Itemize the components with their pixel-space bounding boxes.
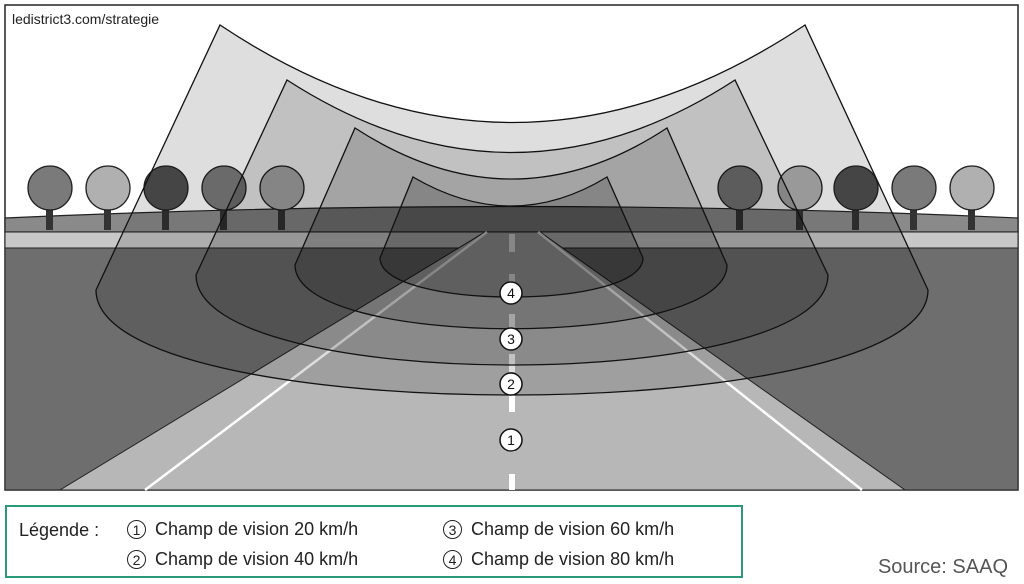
zone-label-1: 1 <box>499 428 523 452</box>
legend-num: 1 <box>127 520 146 539</box>
trees-right <box>717 165 995 230</box>
source-credit: Source: SAAQ <box>877 556 1008 578</box>
watermark-url: ledistrict3.com/strategie <box>12 11 160 27</box>
legend-item-60: 3 Champ de vision 60 km/h <box>443 519 674 540</box>
vision-cone-20 <box>95 24 929 396</box>
road <box>58 231 907 491</box>
legend-label: Champ de vision 80 km/h <box>471 549 675 569</box>
svg-text:3: 3 <box>507 331 515 347</box>
road-edge-left <box>144 231 488 491</box>
legend-label: Champ de vision 60 km/h <box>471 519 675 539</box>
zone-label-2: 2 <box>499 372 523 396</box>
legend-label: Champ de vision 40 km/h <box>155 549 359 569</box>
zone-label-4: 4 <box>499 281 523 305</box>
legend-item-20: 1 Champ de vision 20 km/h <box>127 519 358 540</box>
legend-item-80: 4 Champ de vision 80 km/h <box>443 549 674 570</box>
trees-left <box>27 165 305 230</box>
legend: Légende : 1 Champ de vision 20 km/h 2 Ch… <box>5 505 743 578</box>
road-edge-right <box>537 231 863 491</box>
legend-item-40: 2 Champ de vision 40 km/h <box>127 549 358 570</box>
legend-num: 2 <box>127 550 146 569</box>
legend-num: 4 <box>443 550 462 569</box>
svg-text:2: 2 <box>507 376 515 392</box>
legend-label: Champ de vision 20 km/h <box>155 519 359 539</box>
legend-num: 3 <box>443 520 462 539</box>
svg-text:1: 1 <box>507 432 515 448</box>
svg-text:4: 4 <box>507 285 515 301</box>
vision-cone-60 <box>294 127 728 330</box>
zone-label-3: 3 <box>499 327 523 351</box>
vision-cone-80 <box>379 176 644 298</box>
vision-field-diagram: 4 3 2 1 <box>4 4 1019 491</box>
legend-title: Légende : <box>19 520 100 540</box>
vision-cone-40 <box>195 79 829 366</box>
